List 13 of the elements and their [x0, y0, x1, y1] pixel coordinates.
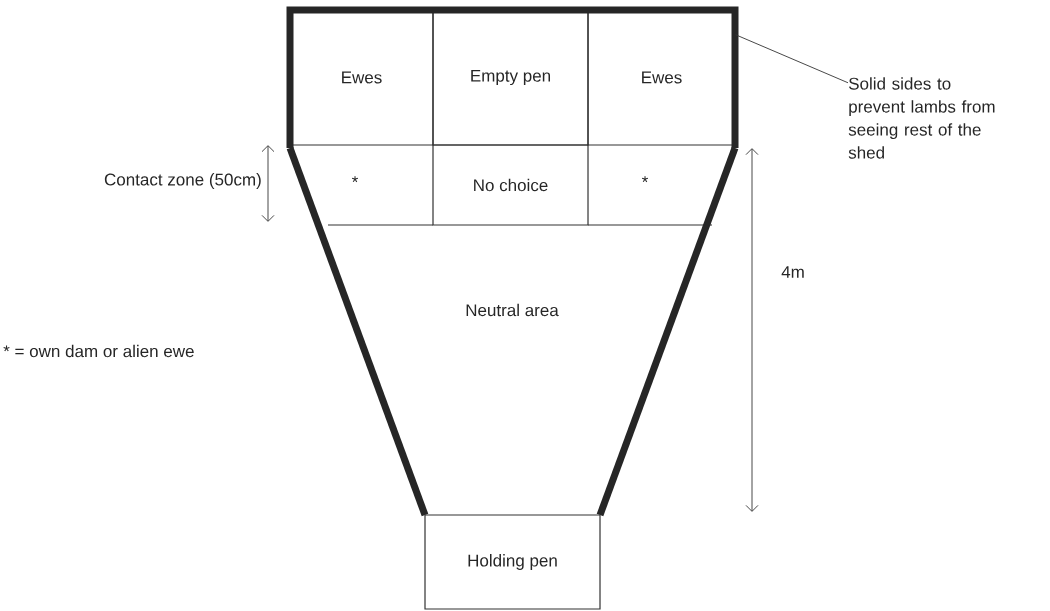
footnote: * = own dam or alien ewe — [3, 344, 194, 358]
pen-cell: No choice — [432, 144, 589, 226]
dimension-label: 4m — [781, 266, 804, 278]
area-label: Neutral area — [466, 303, 559, 317]
note-text: Solid sides to prevent lambs from seeing rest of the shed — [848, 77, 995, 159]
pen-cell: Ewes — [289, 9, 434, 146]
pen-cell: Ewes — [587, 9, 736, 146]
pen-cell: Empty pen — [432, 9, 589, 146]
pen-cell: Holding pen — [424, 514, 601, 610]
pen-cell-label: * — [641, 176, 649, 183]
connector — [735, 34, 849, 84]
pen-cell-label: * — [351, 176, 359, 183]
dimension-label: Contact zone (50cm) — [104, 173, 261, 189]
